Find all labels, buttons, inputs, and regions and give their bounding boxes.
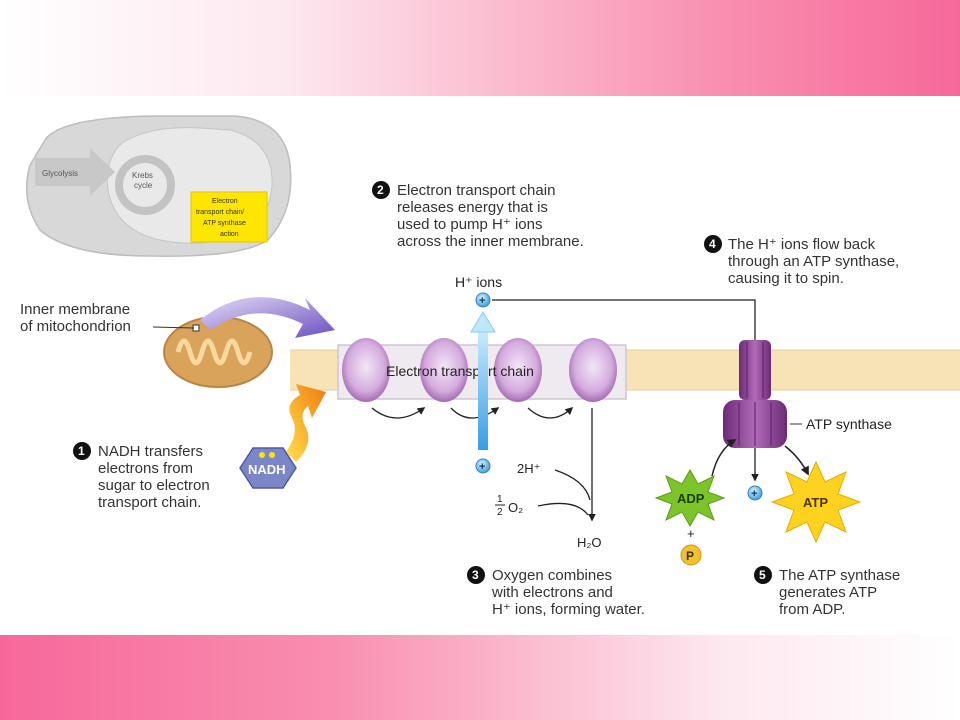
svg-text:NADH: NADH [248,462,286,477]
atp-star: ATP [770,460,862,544]
krebs-label-line2: cycle [134,181,153,190]
h-to-water-curve [554,469,591,501]
h-ion-synthase: + [747,485,763,501]
o2-label: O₂ [508,500,523,515]
svg-text:through an ATP synthase,: through an ATP synthase, [728,253,899,270]
h-pump-arrow [470,311,496,450]
protein-complex-1 [342,338,390,402]
etc-highlight-box [190,191,268,243]
krebs-cycle-icon [115,155,175,215]
etc-chain-label: Electron transport chain [386,363,534,379]
svg-text:generates ATP: generates ATP [779,584,877,601]
membrane-label-line2: of mitochondrion [20,318,131,335]
atp-synthase-label: ATP synthase [806,416,892,432]
svg-text:The ATP synthase: The ATP synthase [779,567,900,584]
membrane-label-line1: Inner membrane [20,301,130,318]
half-denominator: 2 [497,507,503,518]
membrane-pointer-line [152,326,195,329]
h-ion-top: + [475,292,491,308]
etc-box-line3: ATP synthase [203,220,246,227]
energy-arrow-icon [286,384,326,462]
protein-complex-2 [420,338,468,402]
svg-text:+: + [751,488,757,500]
cell-overview: Glycolysis Krebs cycle Electron transpor… [25,115,292,257]
two-h-label: 2H⁺ [517,461,540,476]
half-numerator: 1 [497,494,503,505]
svg-text:The H⁺ ions flow back: The H⁺ ions flow back [728,236,876,253]
zoom-arrow-icon [200,297,335,338]
water-label: H₂O [577,535,602,550]
h-ion-bottom: + [475,458,491,474]
svg-text:4: 4 [709,237,716,251]
svg-text:2: 2 [377,183,384,197]
electron-arrow-2 [450,407,500,419]
svg-text:NADH transfers: NADH transfers [98,443,203,460]
adp-star: ADP [654,468,726,528]
svg-text:Oxygen combines: Oxygen combines [492,567,612,584]
svg-text:+: + [479,461,485,473]
electron-arrow-1 [371,407,426,419]
svg-text:H⁺ ions, forming water.: H⁺ ions, forming water. [492,601,645,618]
svg-text:P: P [686,549,694,563]
svg-text:ATP: ATP [803,495,828,510]
atp-synthase [723,340,787,448]
step-5-caption: 5 The ATP synthase generates ATP from AD… [754,566,900,618]
svg-text:electrons from: electrons from [98,460,193,477]
etc-box-line4: action [220,231,239,238]
svg-text:releases energy that is: releases energy that is [397,199,548,216]
step-2-caption: 2 Electron transport chain releases ener… [372,181,584,250]
svg-text:used to pump H⁺ ions: used to pump H⁺ ions [397,216,543,233]
electron-arrow-3 [527,406,574,419]
etc-box-line1: Electron [212,198,238,205]
phosphate: P [680,544,702,566]
svg-text:with electrons and: with electrons and [491,584,613,601]
plus-sign: + [687,526,695,541]
svg-text:across the inner membrane.: across the inner membrane. [397,233,584,250]
top-decorative-band [0,0,960,96]
svg-text:transport chain.: transport chain. [98,494,201,511]
svg-text:5: 5 [759,568,766,582]
adp-arrow [711,439,737,477]
step-4-caption: 4 The H⁺ ions flow back through an ATP s… [704,235,899,287]
step-3-caption: 3 Oxygen combines with electrons and H⁺ … [467,566,645,618]
atp-arrow [784,445,809,476]
svg-text:1: 1 [78,444,85,458]
svg-text:Electron transport chain: Electron transport chain [397,182,555,199]
step-1-caption: 1 NADH transfers electrons from sugar to… [73,442,210,511]
svg-text:+: + [479,295,485,307]
h-ions-label: H⁺ ions [455,274,502,290]
glycolysis-label: Glycolysis [42,169,78,178]
etc-box-line2: transport chain/ [196,209,244,216]
o2-to-water-curve [537,502,589,516]
protein-complex-4 [569,338,617,402]
svg-text:sugar to electron: sugar to electron [98,477,210,494]
svg-text:from ADP.: from ADP. [779,601,845,618]
bottom-decorative-band [0,635,960,720]
nadh-molecule: NADH [239,447,297,489]
svg-text:causing it to spin.: causing it to spin. [728,270,844,287]
svg-text:3: 3 [472,568,479,582]
svg-text:ADP: ADP [677,491,705,506]
protein-complex-3 [494,338,542,402]
krebs-label-line1: Krebs [132,171,153,180]
glycolysis-arrow-icon [35,148,115,196]
